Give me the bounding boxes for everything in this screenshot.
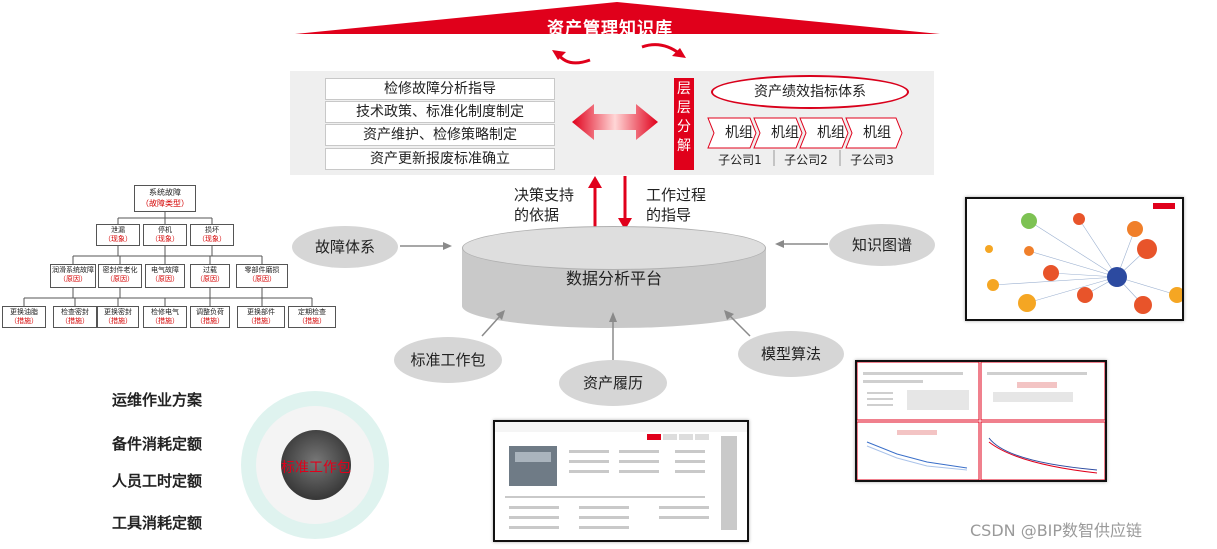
work-package-item: 备件消耗定额 <box>111 435 202 453</box>
knowledge-item: 资产更新报废标准确立 <box>325 148 555 170</box>
work-package-item: 工具消耗定额 <box>111 514 202 532</box>
fault-tree-node: 更换部件（措施） <box>237 306 285 328</box>
unit-label: 机组 <box>771 125 799 141</box>
fault-system-oval: 故障体系 <box>292 226 398 268</box>
knowledge-graph-oval: 知识图谱 <box>829 224 935 266</box>
unit-label: 机组 <box>725 125 753 141</box>
platform-label: 数据分析平台 <box>565 269 662 288</box>
fault-tree-node: 更换密封（措施） <box>97 306 139 328</box>
fault-tree-node: 密封件老化（原因） <box>98 264 142 288</box>
fault-tree-node: 润滑系统故障（原因） <box>50 264 96 288</box>
fault-tree-node: 调整负荷（措施） <box>190 306 230 328</box>
unit-label: 机组 <box>863 125 891 141</box>
asset-history-screenshot-content <box>495 422 747 530</box>
platform-cylinder-top <box>462 226 766 270</box>
model-algorithm-screenshot-content <box>856 361 1106 481</box>
work-package-item: 人员工时定额 <box>111 472 202 490</box>
knowledge-item: 资产维护、检修策略制定 <box>325 124 555 146</box>
work-package-core <box>281 430 351 500</box>
subsidiary-label: 子公司2 <box>784 153 828 167</box>
knowledge-graph-screenshot-content <box>985 203 1185 314</box>
work-package-center-label: 标准工作包 <box>281 460 351 476</box>
double-arrow-icon <box>572 104 658 140</box>
fault-tree-node: 损坏（现象） <box>190 224 234 246</box>
watermark: CSDN @BIP数智供应链 <box>970 521 1143 540</box>
subsidiary-label: 子公司1 <box>718 153 762 167</box>
knowledge-base-title: 资产管理知识库 <box>547 19 673 39</box>
fault-tree-root: 系统故障（故障类型） <box>134 185 196 212</box>
fault-tree-node: 泄漏（现象） <box>96 224 140 246</box>
unit-chevrons <box>707 117 903 149</box>
work-package-item: 运维作业方案 <box>111 391 202 409</box>
knowledge-item: 技术政策、标准化制度制定 <box>325 101 555 123</box>
kpi-system-title: 资产绩效指标体系 <box>711 75 909 109</box>
asset-history-oval: 资产履历 <box>559 360 667 406</box>
decision-support-label: 决策支持的依据 <box>514 186 575 224</box>
fault-tree-node: 检查密封（措施） <box>53 306 97 328</box>
unit-label: 机组 <box>817 125 845 141</box>
fault-tree-node: 定期检查（措施） <box>288 306 336 328</box>
work-guidance-label: 工作过程的指导 <box>646 186 707 224</box>
standard-package-oval: 标准工作包 <box>394 337 502 383</box>
layered-decomposition-label: 层 层 分 解 <box>674 78 694 170</box>
subsidiary-dividers <box>773 150 841 166</box>
roof-graphic <box>295 2 940 65</box>
asset-history-screenshot <box>493 420 749 542</box>
fault-tree-node: 零部件磨损（原因） <box>236 264 288 288</box>
knowledge-graph-screenshot <box>965 197 1185 321</box>
flow-arrows <box>588 176 632 232</box>
fault-tree-lines <box>23 212 313 306</box>
fault-tree-node: 电气故障（原因） <box>145 264 185 288</box>
fault-tree-node: 更换油脂（措施） <box>2 306 46 328</box>
fault-tree-node: 过载（原因） <box>190 264 230 288</box>
knowledge-item: 检修故障分析指导 <box>325 78 555 100</box>
model-algorithm-screenshot <box>855 360 1107 482</box>
fault-tree-node: 停机（现象） <box>143 224 187 246</box>
subsidiary-label: 子公司3 <box>850 153 894 167</box>
fault-tree-node: 检修电气（措施） <box>143 306 187 328</box>
model-algorithm-oval: 模型算法 <box>738 331 844 377</box>
